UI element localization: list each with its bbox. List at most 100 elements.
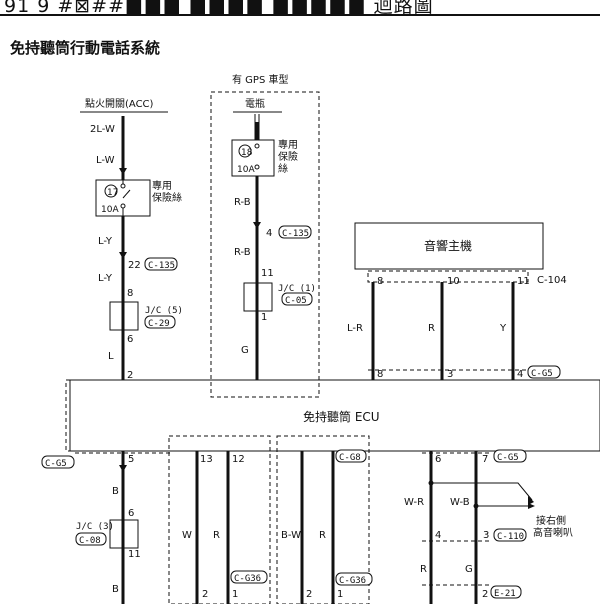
pin-number: 11 [261,268,274,279]
svg-text:C-110: C-110 [497,532,524,542]
page-header: 91 9 #⊠##■■■ ■■■■ ■■■■■ 迴路圖 [0,0,600,18]
pin-number: 1 [232,589,238,600]
pin-number: 4 [517,369,523,380]
fuse-17-rating: 10A [101,205,119,215]
speaker-arrow-2 [528,503,535,509]
pin-number: 4 [435,530,441,541]
svg-text:C-08: C-08 [79,536,101,546]
audio-unit-box [354,222,544,270]
wire-color: R [319,530,326,541]
wire-arrow-marks [119,168,261,472]
pin-number: 6 [435,454,441,465]
wire-color: L-Y [98,236,113,247]
svg-text:C-G5: C-G5 [531,369,553,379]
wire-color: W-R [404,497,424,508]
pin-number: 12 [232,454,245,465]
fuse-17-contact-top [120,183,126,189]
fuse-17-number: 17 [107,188,118,198]
connector-e21: E-21 [490,585,522,599]
pin-number: 7 [482,454,488,465]
wire-color: Y [499,323,507,334]
fuse-18-box [231,139,275,177]
diagram-title: 免持聽筒行動電話系統 [10,39,161,57]
connector-cg5-right: C-G5 [493,449,527,463]
wire-color: L-W [96,155,115,166]
wire-color: R-B [234,197,251,208]
ecu-box [69,379,600,452]
pin-number: 10 [447,276,460,287]
wire-color: L-Y [98,273,113,284]
pin-number: 1 [337,589,343,600]
svg-text:C-G5: C-G5 [45,459,67,469]
pin-number: 11 [128,549,141,560]
pin-number: 2 [127,370,133,381]
fuse-18-rating: 10A [237,165,255,175]
header-text: 91 9 #⊠##■■■ ■■■■ ■■■■■ 迴路圖 [4,0,434,17]
pin-number: 3 [483,530,489,541]
gps-model-label: 有 GPS 車型 [232,73,288,86]
pin-number: 11 [517,276,530,287]
wire-color: G [465,564,473,575]
jc1-label: J/C (1) [278,284,316,294]
ecu-connector-frame-2 [276,435,370,604]
svg-text:C-29: C-29 [148,319,170,329]
connector-cg5-left: C-G5 [41,455,75,469]
connector-cg36-2: C-G36 [335,572,373,586]
ecu-connector-dashes [422,452,492,586]
svg-text:C-05: C-05 [285,296,307,306]
wire-color: W [182,530,192,541]
fuse-18-label-2: 保險 [278,150,298,163]
connector-cg36-1: C-G36 [230,570,268,584]
jc5-label: J/C (5) [145,306,183,316]
header-rule [0,14,600,16]
speaker-branch-1 [431,482,533,501]
fuse-18-label-1: 專用 [278,138,298,151]
connector-cg5-audio: C-G5 [527,365,561,379]
audio-unit-label: 音響主機 [424,238,472,253]
fuse-17-label-2: 保險絲 [152,191,182,204]
ignition-switch-label: 點火開關(ACC) [85,97,154,110]
fuse-18-number: 18 [241,148,253,158]
wire-color: R [428,323,435,334]
connector-c29: C-29 [144,315,176,329]
fuse-18-label-3: 絲 [278,162,288,175]
wire-color: L-R [347,323,363,334]
svg-text:C-G5: C-G5 [497,453,519,463]
pin-number: 6 [127,334,133,345]
rear-speaker-label-1: 接右側 [536,514,566,527]
pin-number: 6 [128,508,134,519]
ecu-connector-frame-1 [168,435,271,604]
pin-number: 2 [202,589,208,600]
wire-color: R-B [234,247,251,258]
wire-color: L [108,351,114,362]
pin-number: 2 [306,589,312,600]
wire-color: R [420,564,427,575]
gps-frame [210,91,320,398]
pin-number: 22 [128,260,141,271]
wire-color: B [112,584,119,595]
pin-number: 4 [266,228,272,239]
connector-c104: C-104 [537,275,567,286]
fuse-17-contact-bottom [120,203,126,209]
fuse-17-circle [104,184,118,198]
pin-number: 8 [127,288,133,299]
wire-color: B-W [281,530,301,541]
audio-connector-outline [367,270,529,283]
svg-text:C-135: C-135 [282,229,309,239]
connector-cg8: C-G8 [335,449,367,463]
battery-label: 電瓶 [245,97,265,110]
jc3-label: J/C (3) [76,522,114,532]
svg-text:E-21: E-21 [494,589,516,599]
fuse-18-circle [238,144,252,158]
pin-number: 8 [377,369,383,380]
wire-color: G [241,345,249,356]
fuse-18-contact-top [254,143,260,149]
pin-number: 13 [200,454,213,465]
junction-dot-1 [428,480,434,486]
pin-number: 8 [377,276,383,287]
pin-number: 3 [447,369,453,380]
svg-text:C-135: C-135 [148,261,175,271]
fuse-17-label-1: 專用 [152,179,172,192]
junction-dot-2 [473,503,479,509]
